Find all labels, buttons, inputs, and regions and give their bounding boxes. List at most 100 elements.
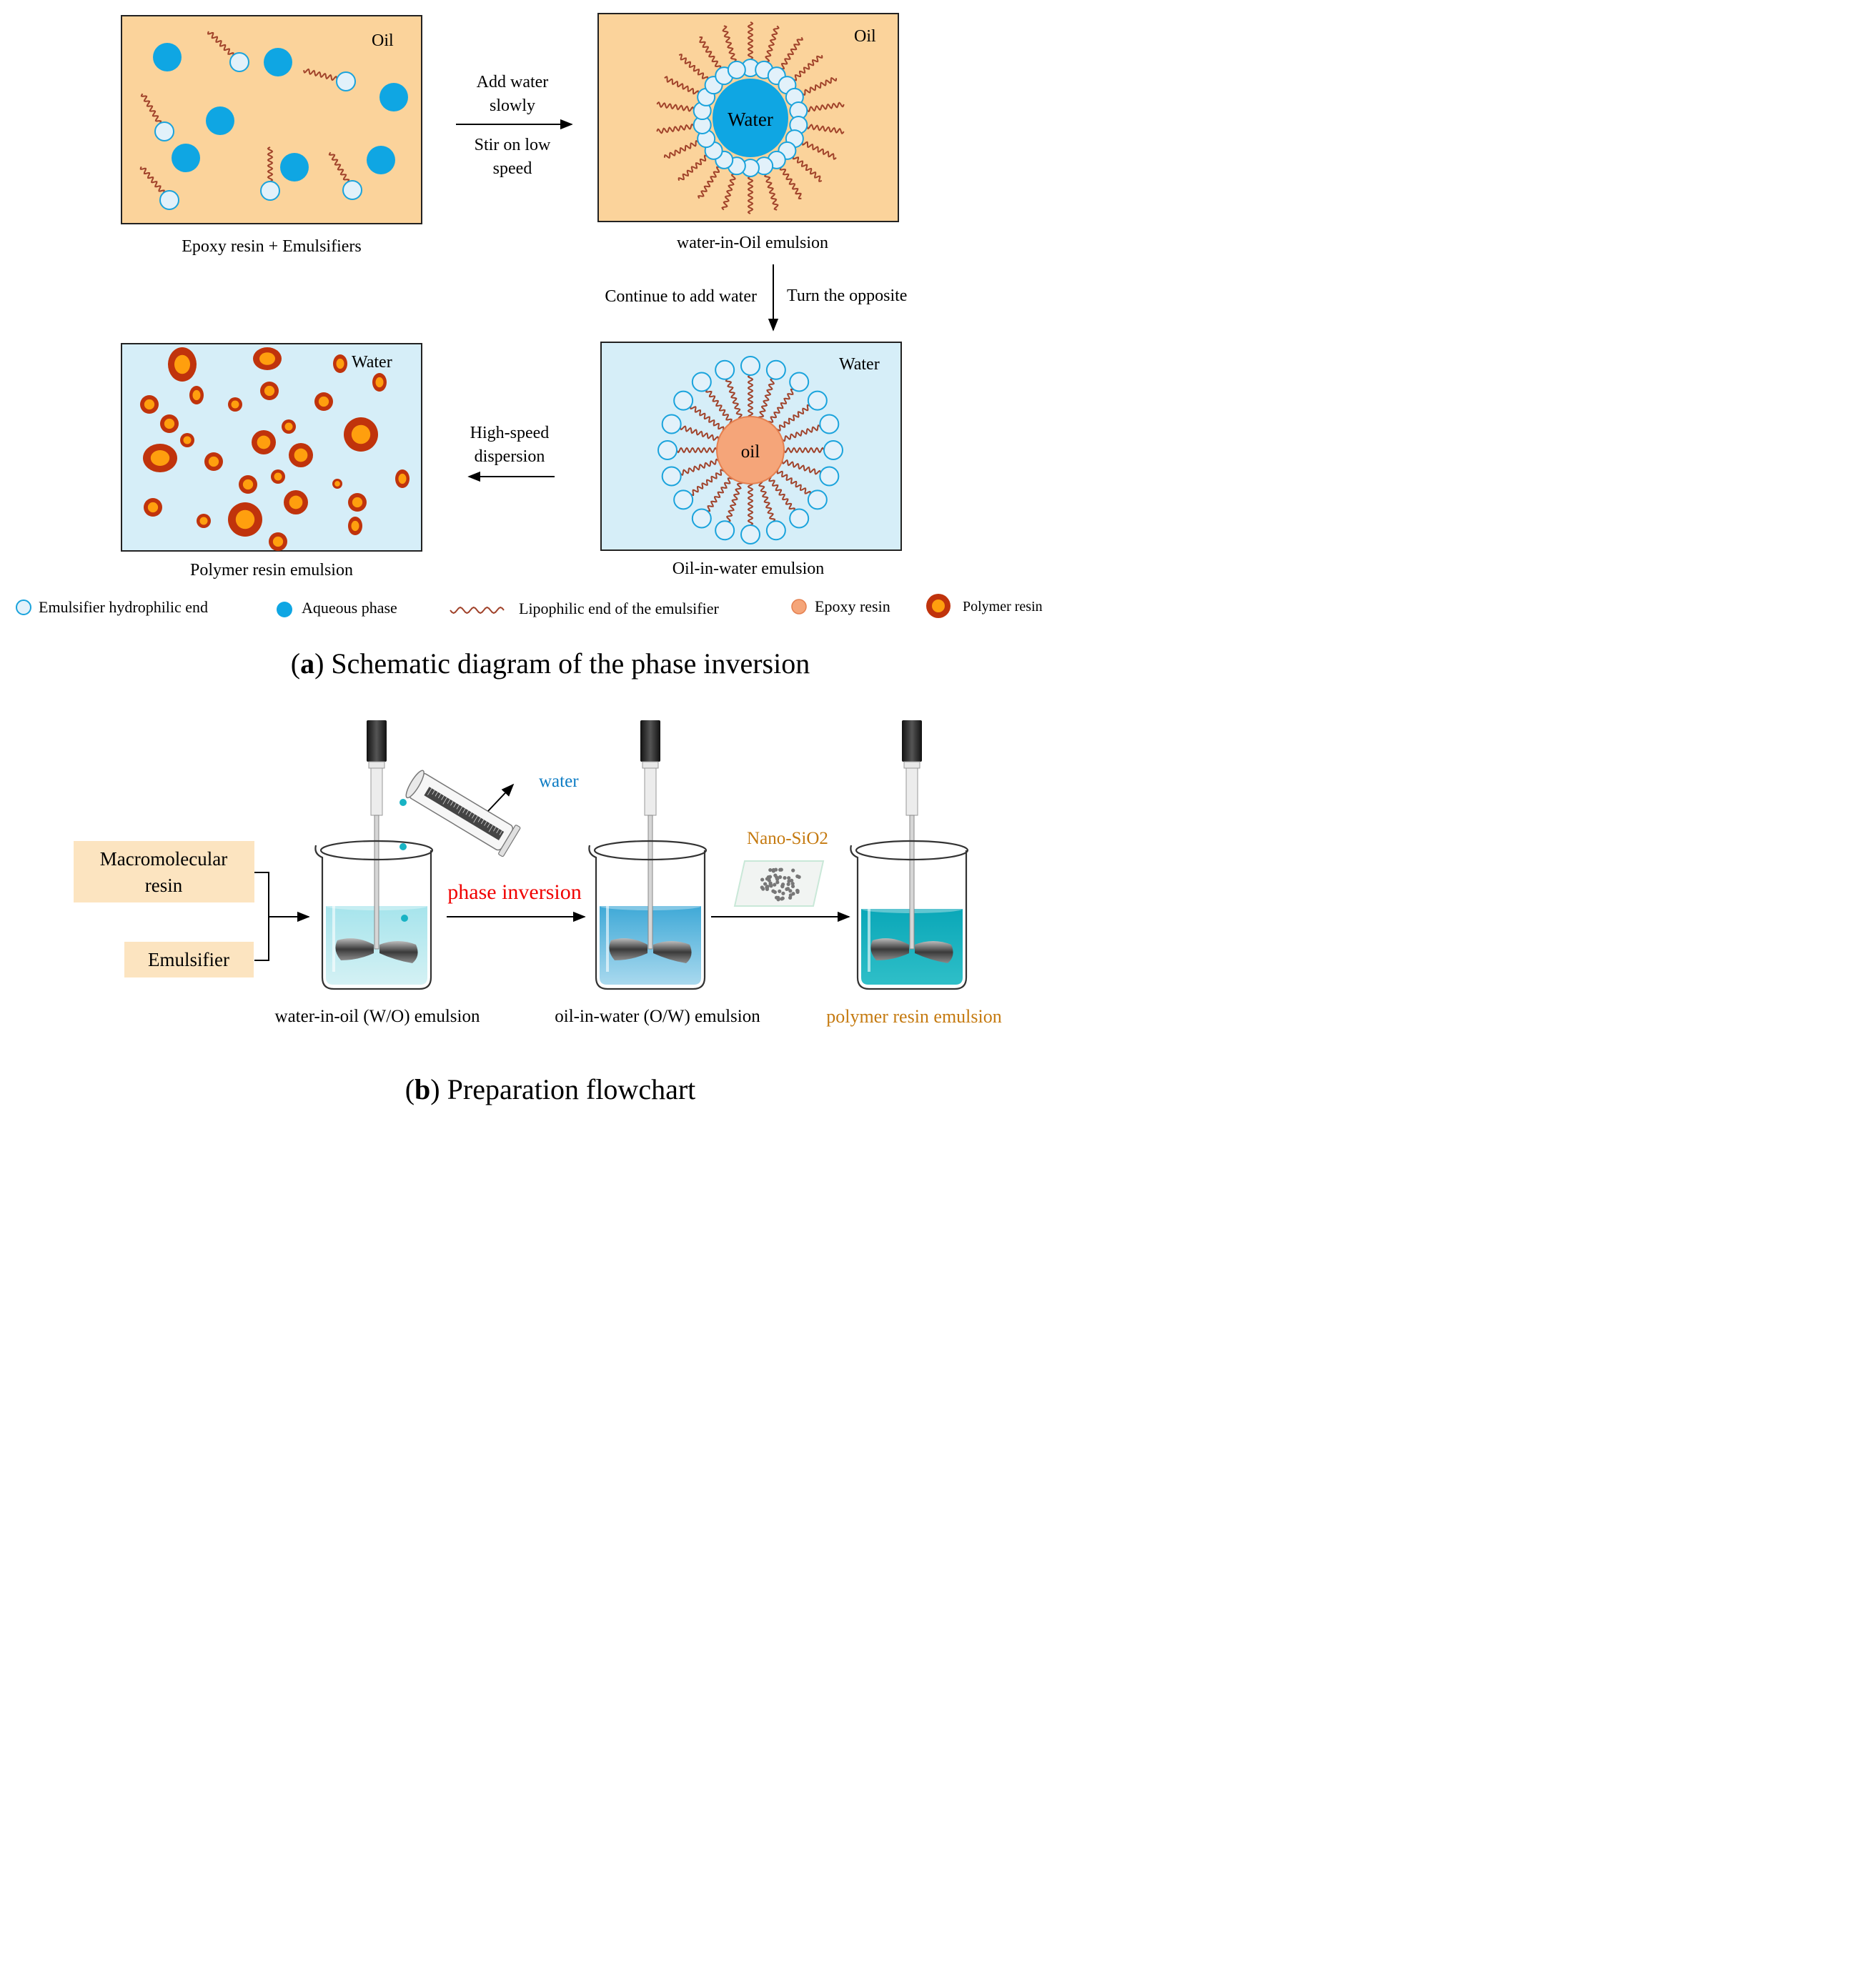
nano-particle: [790, 878, 794, 882]
stirrer-shaft: [374, 815, 379, 950]
box3-oil-center: oil: [741, 442, 760, 462]
aqueous-droplet: [172, 144, 200, 172]
legend-epoxy-icon: [791, 599, 807, 615]
polymer-particle-core: [208, 456, 219, 467]
step3-line1: High-speed: [470, 424, 550, 442]
box1-caption: Epoxy resin + Emulsifiers: [182, 237, 362, 256]
hydrophilic-head: [673, 489, 694, 510]
legend-lipophilic-icon: [450, 606, 505, 615]
beaker-polymer-resin: [850, 720, 969, 990]
legend-hydrophilic-label: Emulsifier hydrophilic end: [39, 598, 208, 616]
aqueous-droplet: [264, 48, 292, 76]
lipophilic-tail: [656, 123, 695, 134]
lipophilic-tail: [680, 458, 721, 476]
polymer-particle-core: [231, 400, 239, 409]
polymer-particle-core: [284, 422, 293, 431]
nano-particle: [790, 882, 795, 886]
lipophilic-tail: [678, 154, 708, 181]
input1-line1: Macromolecular: [100, 848, 227, 870]
panel-a-title: (a) Schematic diagram of the phase inver…: [291, 647, 810, 680]
nano-particle: [778, 889, 782, 893]
oil-core: [716, 416, 785, 484]
beaker2-caption: oil-in-water (O/W) emulsion: [555, 1007, 760, 1026]
legend-aqueous-icon: [277, 602, 292, 617]
polymer-particle-core: [352, 497, 363, 508]
polymer-particle-core: [274, 472, 282, 481]
box4-caption: Polymer resin emulsion: [190, 561, 353, 579]
nano-particle: [791, 868, 795, 872]
nano-particle: [774, 867, 778, 872]
stirrer-motor: [367, 720, 387, 762]
box-epoxy-emulsifiers: Oil: [121, 15, 422, 224]
graduated-cylinder-icon: [405, 770, 521, 857]
hydrophilic-head: [789, 372, 810, 392]
lipophilic-tail: [802, 76, 838, 96]
polymer-particle-core: [199, 517, 208, 525]
panel-a-title-text: Schematic diagram of the phase inversion: [324, 647, 810, 680]
lipophilic-tail: [207, 31, 234, 56]
polymer-particle-core: [294, 448, 308, 462]
nano-particle: [783, 875, 787, 880]
panel-b-title-text: Preparation flowchart: [440, 1073, 696, 1105]
nano-particle: [780, 896, 785, 900]
cylinder-tick: [473, 815, 478, 823]
polymer-particle-core: [375, 377, 384, 388]
impeller-blade: [653, 941, 692, 963]
cylinder-tick: [468, 812, 472, 817]
step3-line2: dispersion: [475, 447, 545, 466]
cylinder-tick: [499, 830, 502, 835]
panel-a: Oil Epoxy resin + Emulsifiers Add water …: [16, 13, 1043, 680]
cylinder-tick: [435, 792, 438, 797]
lipophilic-tail: [725, 482, 743, 522]
nano-particle: [791, 892, 795, 896]
legend-polymer-label: Polymer resin: [963, 599, 1043, 615]
beaker-glass: [588, 845, 706, 990]
nano-particle: [767, 878, 771, 882]
cylinder-tick: [488, 825, 494, 832]
impeller-blade: [915, 941, 953, 963]
lipophilic-tail: [678, 54, 709, 80]
hydrophilic-head: [715, 359, 735, 380]
polymer-particle-core: [183, 436, 192, 444]
cylinder-tick: [453, 802, 457, 808]
polymer-particle-core: [264, 385, 275, 397]
lipophilic-tail: [765, 25, 780, 63]
legend-lipophilic-label: Lipophilic end of the emulsifier: [519, 600, 719, 617]
hydrophilic-head: [819, 414, 840, 434]
nano-particle: [775, 880, 780, 885]
hydrophilic-head: [819, 466, 840, 487]
lipophilic-tail: [721, 173, 736, 211]
input-bracket: [254, 872, 269, 961]
box3-water-label: Water: [839, 355, 880, 374]
cylinder-tick: [447, 799, 451, 804]
lipophilic-tail: [303, 68, 338, 81]
box1-oil-label: Oil: [372, 31, 394, 50]
hydrophilic-head: [229, 52, 249, 72]
hydrophilic-head: [673, 390, 694, 411]
polymer-particle-core: [257, 435, 271, 449]
impeller-blade: [379, 941, 418, 963]
aqueous-droplet: [280, 153, 309, 181]
lipophilic-tail: [779, 166, 802, 200]
lipophilic-tail: [690, 406, 725, 433]
step3-arrow-group: High-speed dispersion: [467, 424, 555, 482]
legend: Emulsifier hydrophilic end Aqueous phase…: [16, 594, 1043, 618]
nano-particle: [781, 882, 785, 887]
lipophilic-tail: [782, 447, 825, 454]
hydrophilic-head: [260, 181, 280, 201]
hydrophilic-head: [740, 356, 760, 376]
lipophilic-tail: [705, 389, 733, 424]
lipophilic-tail: [747, 176, 754, 214]
polymer-particle-core: [174, 354, 190, 374]
nano-particle: [763, 882, 768, 886]
lipophilic-tail: [793, 54, 823, 81]
polymer-particle-core: [289, 495, 303, 509]
nano-particle: [768, 882, 773, 887]
nano-particle: [790, 884, 795, 889]
stirrer-collar: [368, 761, 385, 769]
polymer-particle-core: [164, 418, 175, 429]
lipophilic-tail: [690, 469, 726, 497]
input-macromolecular-resin-box: [74, 841, 254, 902]
beaker3-caption: polymer resin emulsion: [826, 1006, 1002, 1027]
beaker-glass: [850, 845, 968, 990]
